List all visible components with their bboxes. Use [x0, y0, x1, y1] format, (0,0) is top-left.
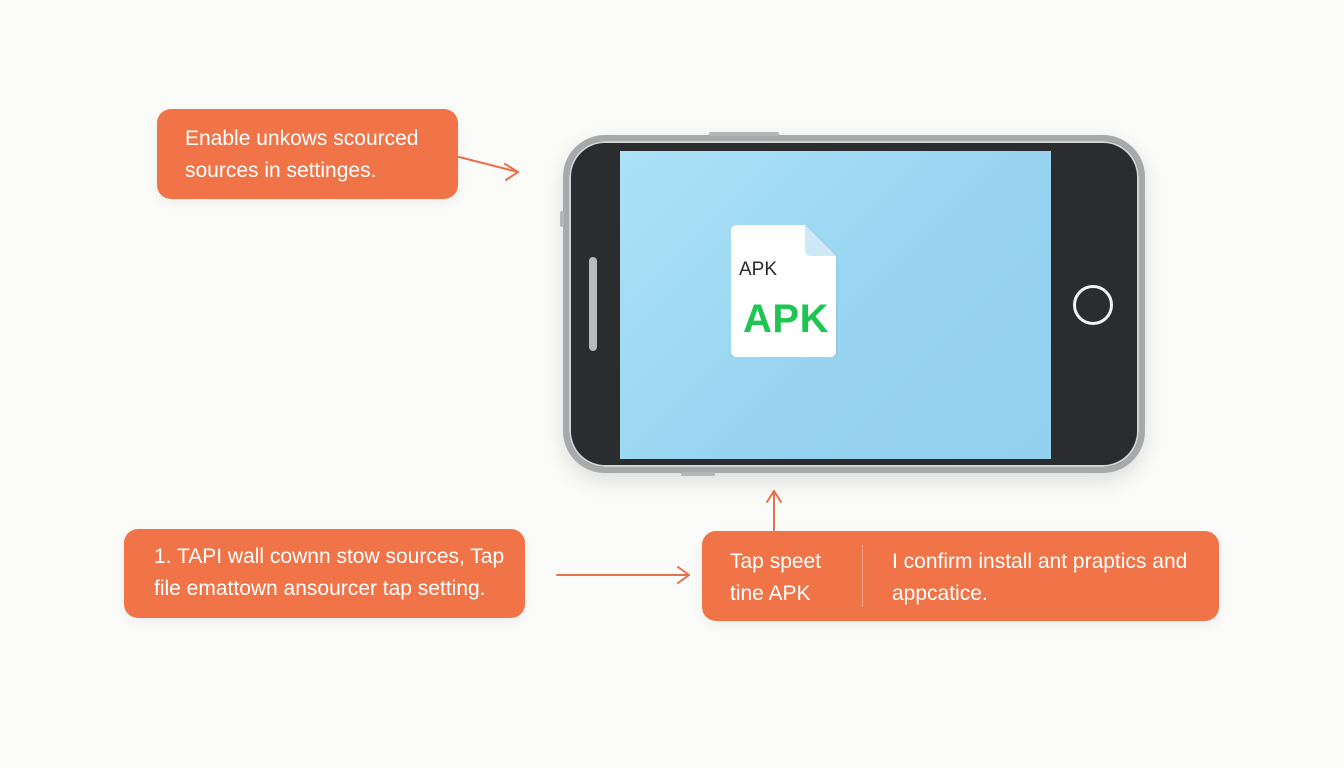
phone-device: APK APK: [560, 132, 1145, 476]
callout-right-b-line1: I confirm install ant praptics and: [892, 550, 1188, 573]
callout-right-divider: [862, 545, 863, 607]
apk-small-label: APK: [739, 259, 778, 280]
callout-enable-sources: Enable unkows scourced sources in settin…: [157, 109, 458, 199]
speaker-slot: [589, 257, 597, 351]
callout-right-b-line2: appcatice.: [892, 582, 988, 605]
home-button[interactable]: [1073, 285, 1113, 325]
apk-big-label: APK: [743, 297, 829, 341]
callout-tap-apk-confirm: Tap speet tine APK I confirm install ant…: [702, 531, 1219, 621]
callout-left-line2: file emattown ansourcer tap setting.: [154, 577, 486, 600]
phone-side-button: [560, 211, 564, 227]
arrow-top-to-phone: [458, 156, 519, 173]
callout-right-a-line2: tine APK: [730, 582, 811, 605]
phone-top-button: [709, 132, 779, 136]
callout-tap-settings: 1. TAPI wall cownn stow sources, Tap fil…: [124, 529, 525, 618]
callout-top-line1: Enable unkows scourced: [185, 127, 419, 150]
phone-bottom-button: [681, 472, 715, 476]
callout-left-line1: 1. TAPI wall cownn stow sources, Tap: [154, 545, 505, 568]
phone-screen: APK APK: [620, 151, 1051, 459]
callout-top-line2: sources in settinges.: [185, 159, 377, 182]
callout-right-a-line1: Tap speet: [730, 550, 822, 573]
apk-file-icon[interactable]: APK APK: [731, 225, 838, 357]
callout-right-segment-b: I confirm install ant praptics and appca…: [892, 546, 1187, 610]
callout-right-segment-a: Tap speet tine APK: [730, 546, 821, 610]
